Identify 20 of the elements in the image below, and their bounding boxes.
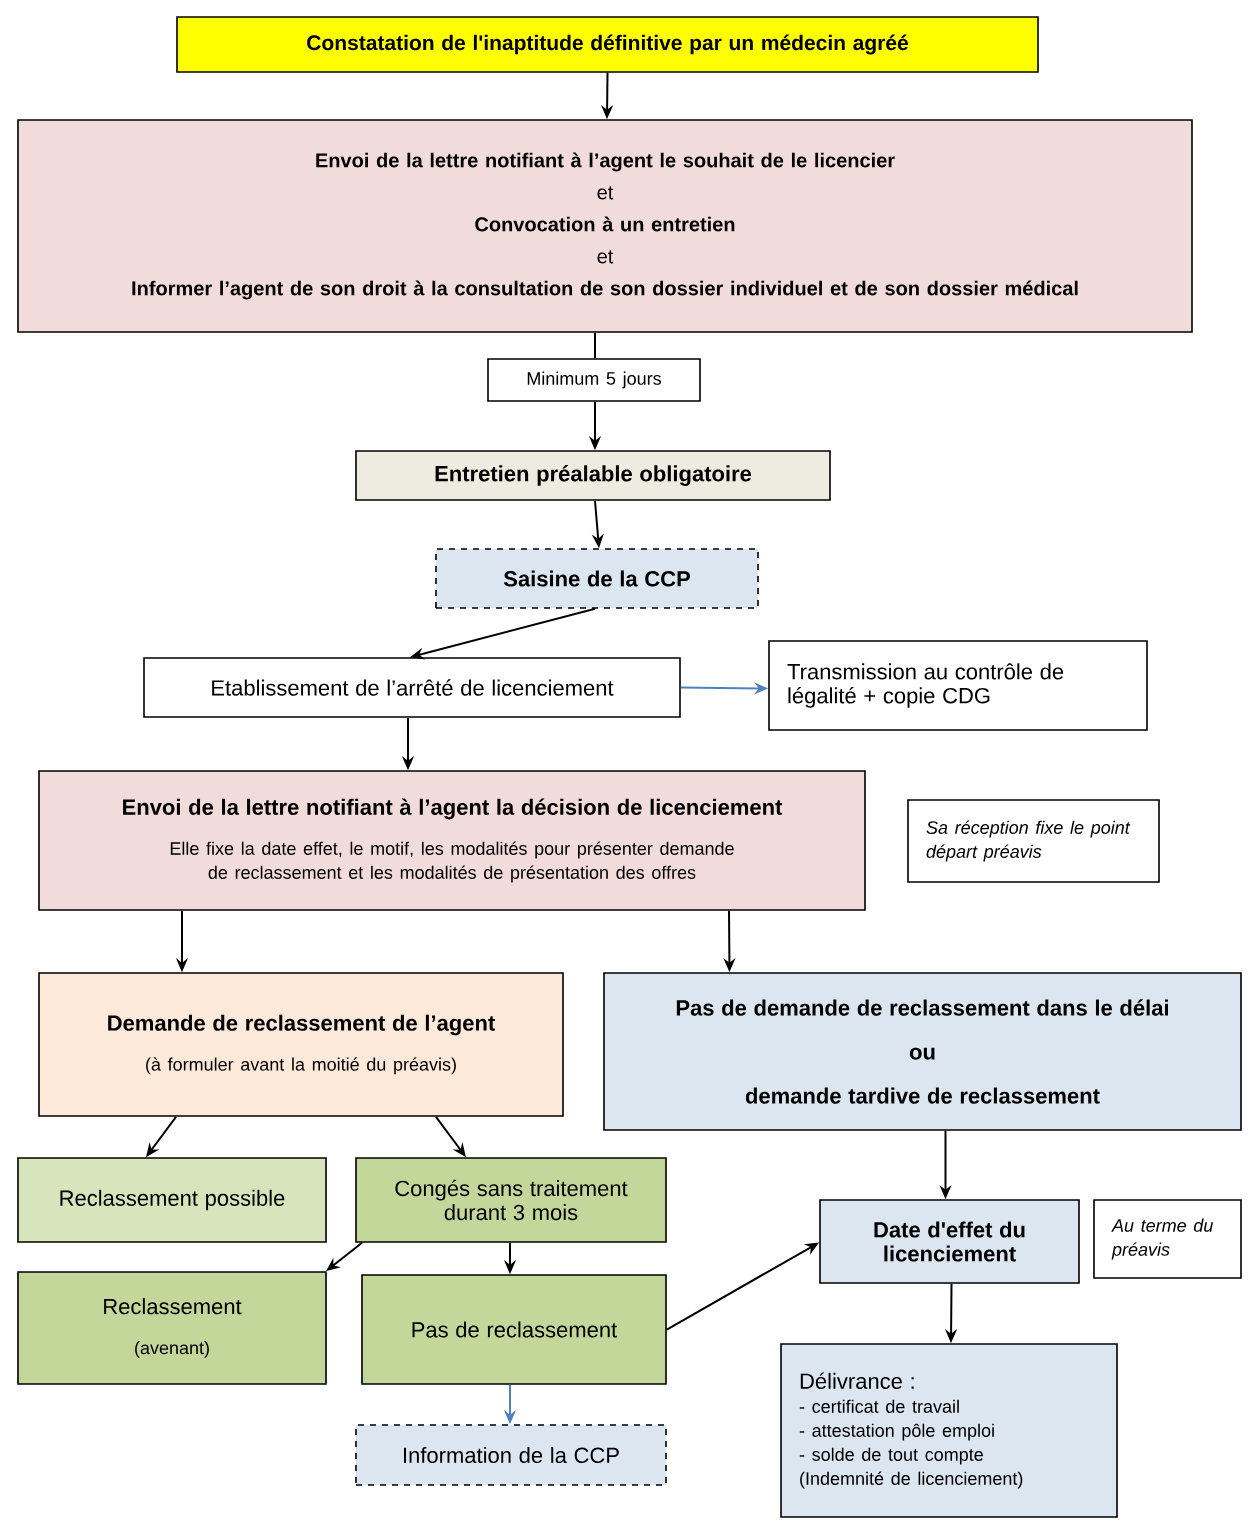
process-box: Reclassement (avenant) — [17, 1271, 327, 1385]
process-box: Minimum 5 jours — [487, 358, 701, 402]
process-box: Reclassement possible — [17, 1157, 327, 1243]
process-box: Etablissement de l’arrêté de licenciement — [143, 657, 681, 718]
process-box: Date d'effet du licenciement — [819, 1199, 1080, 1284]
process-box: Délivrance : - certificat de travail - attestation pôle emploi - solde de tout compte (Indemnité de licenciement) — [780, 1343, 1118, 1518]
process-box: Demande de reclassement de l’agent (à formuler avant la moitié du préavis) — [38, 972, 564, 1117]
process-box: Entretien préalable obligatoire — [355, 450, 831, 501]
process-box: Pas de reclassement — [361, 1274, 667, 1385]
process-box: Transmission au contrôle de légalité + copie CDG — [768, 640, 1148, 731]
connector-line — [594, 331, 596, 360]
process-box: Envoi de la lettre notifiant à l’agent la décision de licenciement Elle fixe la date effet, le motif, les modalités pour présenter demande de reclassement et les modalités de présentation des offres — [38, 770, 866, 911]
process-box: Sa réception fixe le point départ préavis — [907, 799, 1160, 883]
process-box: Constatation de l'inaptitude définitive par un médecin agréé — [176, 16, 1039, 73]
process-box: Au terme du préavis — [1093, 1199, 1242, 1279]
process-box: Envoi de la lettre notifiant à l’agent le souhait de le licencier et Convocation à un entretien et Informer l’agent de son droit à la consultation de son dossier individuel et de son dossier médical — [17, 119, 1193, 333]
process-box: Information de la CCP — [355, 1424, 667, 1486]
process-box: Pas de demande de reclassement dans le délai ou demande tardive de reclassement — [603, 972, 1242, 1131]
process-box: Saisine de la CCP — [435, 548, 759, 609]
process-box: Congés sans traitement durant 3 mois — [355, 1157, 667, 1243]
